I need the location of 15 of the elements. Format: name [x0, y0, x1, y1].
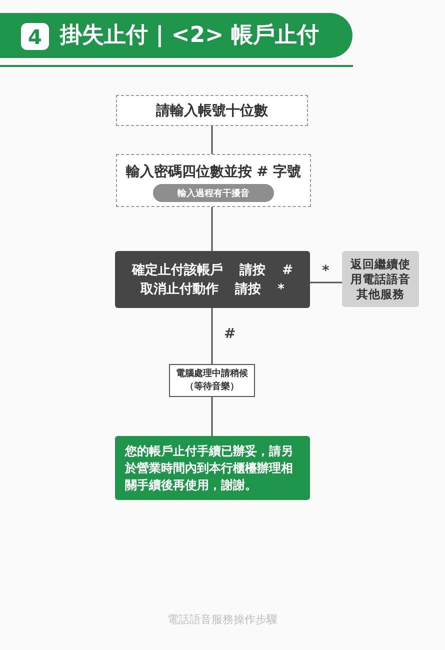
connector-line: [310, 282, 342, 284]
dashed-box: 輸入密碼四位數並按 # 字號 輸入過程有干擾音: [116, 154, 311, 207]
note-pill: 輸入過程有干擾音: [153, 184, 274, 202]
connector-line: [211, 308, 213, 364]
caption: 電話語音服務操作步驟: [166, 612, 278, 627]
side-box: 返回繼續使用電話語音其他服務: [342, 251, 419, 307]
step-badge: 4: [21, 23, 49, 50]
connector-line: [211, 207, 213, 251]
result-box: 您的帳戶止付手續已辦妥，請另於營業時間內到本行櫃檯辦理相關手續後再使用，謝謝。: [115, 436, 310, 500]
wait-box: 電腦處理中請稍候（等待音樂）: [169, 364, 255, 397]
connector-line: [211, 126, 213, 154]
dashed-box: 請輸入帳號十位數: [116, 95, 308, 126]
connector-line: [211, 397, 213, 436]
title: 掛失止付 | <2> 帳戶止付: [60, 22, 320, 50]
process-box: 確定止付該帳戶 請按 # 取消止付動作 請按 *: [115, 251, 310, 308]
